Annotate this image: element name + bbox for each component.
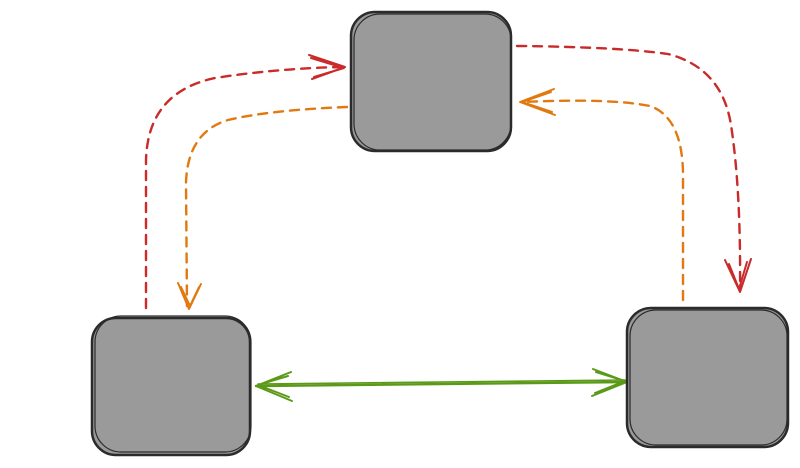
edge-left-to-top [144, 54, 347, 310]
arrowhead-icon [519, 88, 556, 116]
node-shape [349, 10, 513, 153]
arrowhead-icon [177, 282, 202, 310]
edge-line [257, 379, 626, 385]
edge-top-to-right [515, 44, 752, 293]
edge-line [254, 380, 629, 388]
arrowhead-icon [255, 371, 293, 402]
node-top [349, 10, 513, 153]
node-left [90, 315, 252, 457]
edge-left-right [254, 368, 629, 402]
node-shape [625, 306, 790, 449]
arrowhead-icon [308, 54, 346, 80]
edge-right-to-top [519, 88, 685, 302]
arrowhead-icon [724, 258, 752, 293]
edge-line [520, 99, 685, 302]
node-right [625, 306, 790, 449]
node-shape [90, 316, 252, 457]
edge-line [144, 65, 347, 310]
edge-line [515, 44, 742, 292]
node-outline-sketch [353, 13, 512, 151]
node-outline-sketch [629, 309, 788, 446]
node-outline-sketch [94, 315, 252, 453]
edge-line [184, 105, 349, 308]
edge-top-to-left [177, 105, 349, 310]
